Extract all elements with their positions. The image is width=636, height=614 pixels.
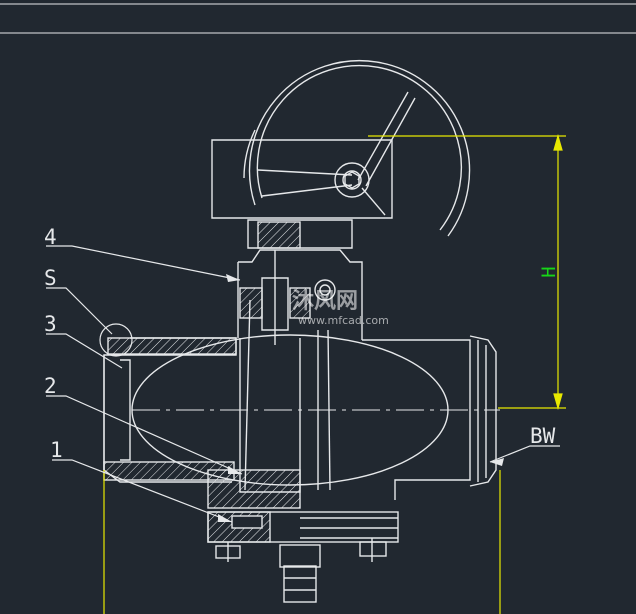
valve-body	[103, 299, 497, 509]
leader-arrow-bw	[490, 458, 504, 466]
bottom-cover	[207, 511, 399, 603]
title-frame-lines	[0, 3, 636, 34]
label-part-3: 3	[44, 312, 57, 336]
handwheel	[243, 59, 471, 237]
dimension-h	[103, 133, 566, 614]
leader-arrow-1	[218, 514, 232, 522]
leader-arrow-4	[226, 274, 240, 282]
label-bw: BW	[530, 424, 556, 448]
label-part-s: S	[44, 266, 57, 290]
dimension-h-label: H	[538, 266, 560, 277]
bonnet	[237, 249, 363, 345]
leader-arrow-2	[228, 466, 242, 474]
watermark-brand: 沐风网	[292, 289, 358, 314]
label-part-4: 4	[44, 225, 57, 249]
leader-lines	[46, 245, 560, 523]
gearbox-housing	[211, 139, 393, 249]
label-part-1: 1	[50, 438, 63, 462]
label-part-2: 2	[44, 374, 57, 398]
watermark: 沐风网 www.mfcad.com	[292, 289, 389, 327]
watermark-url: www.mfcad.com	[298, 314, 389, 327]
